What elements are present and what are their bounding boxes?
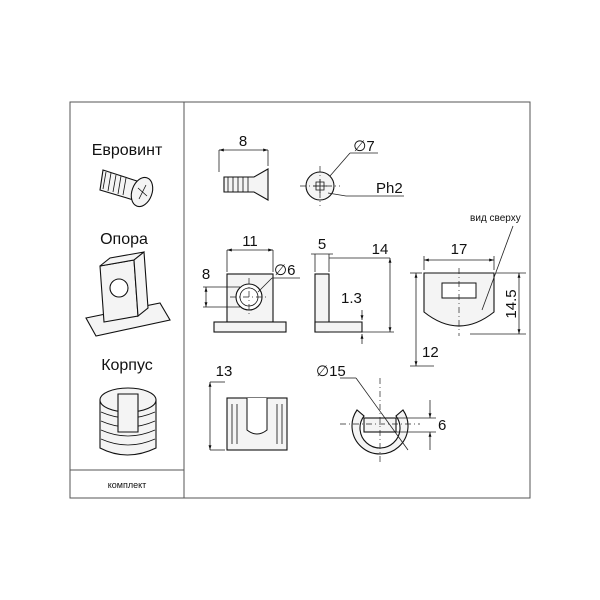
part-label-korpus: Корпус bbox=[101, 357, 153, 374]
dim-top-view-height: 14.5 bbox=[503, 289, 520, 318]
support-front-view bbox=[203, 248, 300, 333]
dim-body-diameter: ∅15 bbox=[316, 363, 346, 380]
dim-screw-length: 8 bbox=[239, 133, 247, 150]
note-top-view: вид сверху bbox=[470, 213, 521, 224]
part-label-eurovint: Евровинт bbox=[92, 142, 163, 159]
eurovint-screw-illustration bbox=[99, 169, 154, 208]
komplekt-label: комплект bbox=[108, 480, 147, 490]
dim-support-height: 8 bbox=[202, 266, 210, 283]
dim-top-view-depth: 12 bbox=[422, 344, 439, 361]
support-side-view bbox=[311, 253, 394, 344]
dim-body-length: 13 bbox=[216, 363, 233, 380]
dim-drive-type: Ph2 bbox=[376, 180, 403, 197]
dim-top-view-width: 17 bbox=[451, 241, 468, 258]
dim-support-thickness: 1.3 bbox=[341, 290, 362, 307]
dim-support-side-width: 5 bbox=[318, 236, 326, 253]
opora-support-illustration bbox=[85, 250, 171, 337]
dim-support-width: 11 bbox=[242, 233, 258, 250]
korpus-body-illustration bbox=[99, 387, 157, 456]
screw-side-view bbox=[218, 148, 269, 201]
dim-head-diameter: ∅7 bbox=[353, 138, 374, 155]
body-end-view bbox=[340, 377, 436, 462]
part-label-opora: Опора bbox=[100, 231, 148, 248]
support-top-view bbox=[410, 225, 526, 367]
dim-body-slot: 6 bbox=[438, 417, 446, 434]
dim-support-hole: ∅6 bbox=[274, 262, 295, 279]
drawing-frame bbox=[69, 101, 531, 499]
body-side-view bbox=[208, 381, 288, 451]
screw-head-view bbox=[300, 152, 404, 206]
dim-support-side-length: 14 bbox=[372, 241, 389, 258]
